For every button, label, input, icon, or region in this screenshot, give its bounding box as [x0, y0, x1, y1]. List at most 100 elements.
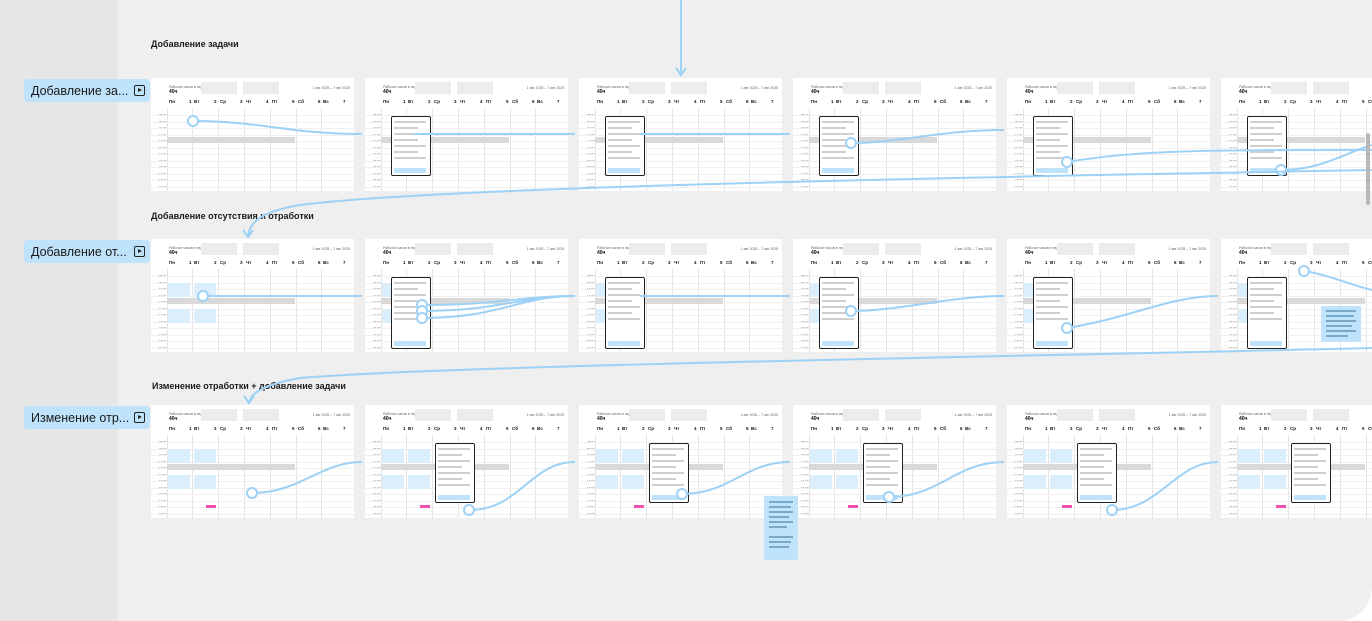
popup-dialog[interactable]: [391, 277, 431, 349]
popup-submit-button[interactable]: [822, 341, 854, 346]
vertical-scrollbar[interactable]: [1366, 133, 1370, 205]
hotspot-node[interactable]: [845, 305, 857, 317]
grid-row-line: [793, 147, 996, 149]
calendar-event[interactable]: [1050, 449, 1072, 463]
calendar-event[interactable]: [168, 309, 190, 323]
calendar-event[interactable]: [194, 449, 216, 463]
grid-row-line: [365, 328, 568, 329]
calendar-event[interactable]: [168, 449, 190, 463]
popup-field: [1036, 127, 1060, 129]
popup-dialog[interactable]: [863, 443, 903, 503]
hotspot-node[interactable]: [187, 115, 199, 127]
day-name: Вс: [751, 99, 757, 104]
calendar-event[interactable]: [194, 309, 216, 323]
popup-field: [822, 157, 854, 159]
calendar-event[interactable]: [596, 475, 618, 489]
popup-submit-button[interactable]: [394, 341, 426, 346]
hotspot-node[interactable]: [1061, 322, 1073, 334]
popup-submit-button[interactable]: [1250, 341, 1282, 346]
popup-dialog[interactable]: [1291, 443, 1331, 503]
grid-row-line: [365, 115, 568, 116]
grid-column-line: [192, 269, 193, 352]
calendar-event[interactable]: [836, 449, 858, 463]
calendar-event[interactable]: [408, 475, 430, 489]
popup-dialog[interactable]: [1033, 277, 1073, 349]
calendar-event[interactable]: [1238, 475, 1260, 489]
popup-submit-button[interactable]: [438, 495, 470, 500]
popup-dialog[interactable]: [605, 277, 645, 349]
hotspot-node[interactable]: [463, 504, 475, 516]
hotspot-node[interactable]: [1275, 164, 1287, 176]
frame-date-range: 1 авг 2025 – 7 авг 2025: [312, 413, 350, 417]
calendar-event[interactable]: [836, 475, 858, 489]
hotspot-node[interactable]: [676, 488, 688, 500]
sticky-note[interactable]: [764, 496, 798, 560]
calendar-event[interactable]: [168, 475, 190, 489]
popup-submit-button[interactable]: [822, 168, 854, 173]
sticky-note[interactable]: [1321, 306, 1361, 342]
flow-start-edit-workoff[interactable]: Изменение отр...: [24, 406, 150, 429]
popup-submit-button[interactable]: [394, 168, 426, 173]
hotspot-node[interactable]: [845, 137, 857, 149]
calendar-event[interactable]: [810, 475, 832, 489]
calendar-event[interactable]: [622, 475, 644, 489]
calendar-event[interactable]: [1024, 449, 1046, 463]
calendar-event[interactable]: [382, 475, 404, 489]
popup-submit-button[interactable]: [866, 495, 898, 500]
popup-submit-button[interactable]: [608, 341, 640, 346]
popup-submit-button[interactable]: [1294, 495, 1326, 500]
popup-submit-button[interactable]: [1250, 168, 1282, 173]
grid-row-line: [579, 186, 782, 188]
calendar-event[interactable]: [596, 449, 618, 463]
popup-dialog[interactable]: [1247, 277, 1287, 349]
popup-submit-button[interactable]: [1036, 168, 1068, 173]
popup-submit-button[interactable]: [1080, 495, 1112, 500]
popup-submit-button[interactable]: [608, 168, 640, 173]
popup-dialog[interactable]: [1077, 443, 1117, 503]
calendar-event[interactable]: [810, 449, 832, 463]
day-number: 4: [694, 426, 697, 431]
day-name: Чт: [460, 99, 466, 104]
frame-header-field: [243, 82, 279, 94]
day-name: Сб: [1368, 99, 1372, 104]
flow-start-add-task[interactable]: Добавление за...: [24, 79, 150, 102]
hotspot-node[interactable]: [1061, 156, 1073, 168]
calendar-event[interactable]: [622, 449, 644, 463]
calendar-event[interactable]: [382, 449, 404, 463]
hotspot-node[interactable]: [246, 487, 258, 499]
calendar-event[interactable]: [1238, 449, 1260, 463]
calendar-event[interactable]: [1264, 475, 1286, 489]
popup-submit-button[interactable]: [652, 495, 684, 500]
popup-dialog[interactable]: [435, 443, 475, 503]
hotspot-node[interactable]: [416, 312, 428, 324]
popup-dialog[interactable]: [605, 116, 645, 176]
calendar-event[interactable]: [408, 449, 430, 463]
calendar-event[interactable]: [168, 283, 190, 297]
calendar-event[interactable]: [1024, 475, 1046, 489]
hotspot-node[interactable]: [1106, 504, 1118, 516]
calendar-event[interactable]: [1264, 449, 1286, 463]
hotspot-node[interactable]: [1298, 265, 1310, 277]
flow-start-add-absence[interactable]: Добавление от...: [24, 240, 150, 263]
hotspot-node[interactable]: [883, 491, 895, 503]
grid-column-line: [218, 435, 219, 518]
calendar-event[interactable]: [194, 475, 216, 489]
grid-row-line: [1221, 289, 1372, 290]
hotspot-node[interactable]: [197, 290, 209, 302]
popup-field: [608, 151, 632, 153]
calendar-event[interactable]: [1050, 475, 1072, 489]
popup-dialog[interactable]: [819, 116, 859, 176]
popup-dialog[interactable]: [391, 116, 431, 176]
popup-submit-button[interactable]: [1036, 341, 1068, 346]
